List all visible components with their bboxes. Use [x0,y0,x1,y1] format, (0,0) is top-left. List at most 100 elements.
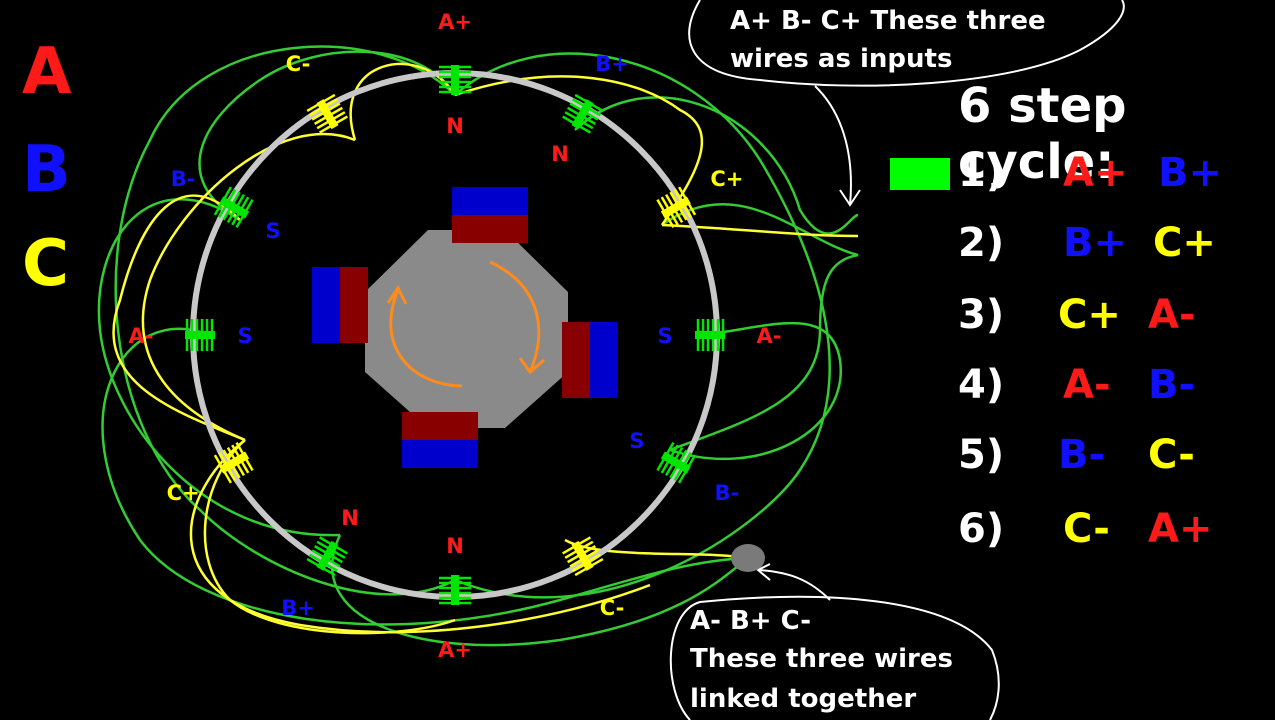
step-phase: A+ [1063,150,1128,196]
coil-core [451,575,459,605]
magnet-pole-blue [312,267,340,343]
coil-winding [222,449,241,479]
stator-coil [306,536,348,577]
wire [669,321,842,460]
stator-coil [562,536,604,577]
stator-coil [185,319,215,351]
active-step-indicator [890,158,950,190]
coil-winding [564,111,594,130]
coil-winding [213,186,232,216]
coil-winding [311,549,341,568]
wire [198,50,457,222]
coil-label: C- [600,596,625,620]
wire [189,439,651,634]
wires [97,45,859,647]
step-phase: B+ [1158,150,1223,196]
coil-winding [562,115,591,134]
wire [101,327,749,626]
coil-winding [319,115,348,134]
coil-winding [222,191,241,221]
coil-winding [656,199,675,228]
coil-winding [574,93,604,112]
coil-winding [231,196,250,226]
coil-winding [673,189,692,218]
coil-winding [564,540,594,559]
pole-label: S [237,324,252,348]
coil-winding [306,558,336,577]
pole-label: S [657,324,672,348]
common-junction [731,544,765,572]
step-number: 5) [958,432,1005,478]
magnet-pole-blue [452,187,528,215]
magnet-pole-blue [590,322,618,398]
magnet-pole-red [340,267,368,343]
stator-coil [439,65,471,95]
wire [661,203,859,452]
pole-label: N [551,142,569,166]
coil-label: A+ [438,10,472,34]
pole-label: N [341,506,359,530]
coil-winding [669,191,688,221]
coil-winding [309,553,338,572]
coil-winding [218,452,237,481]
step-phase: A- [1063,362,1111,408]
coil-winding [673,452,692,481]
callout-inputs-line2: wires as inputs [730,44,953,74]
coil-winding [319,536,348,555]
coil-label: C+ [167,481,200,505]
coil-winding [665,447,684,476]
stator-coil [695,319,725,351]
wire [331,534,749,647]
coil-winding [316,111,346,130]
steps-title: 6 step cycle: [958,78,1127,190]
stator-coil [213,186,254,228]
coil-winding [226,194,245,223]
wire [574,96,859,235]
coil-winding [669,449,688,479]
coil-winding [567,545,596,564]
callout-linked-bubble [669,595,1000,720]
coil-winding [231,444,250,474]
step-number: 6) [958,506,1005,552]
coil-winding [316,540,346,559]
callout-linked-pointer [756,563,831,601]
wire [114,45,456,596]
wire [454,75,704,226]
step-phase: A- [1148,292,1196,338]
rotor-magnet [562,322,618,398]
pole-label: S [266,219,281,243]
coil-winding [656,442,675,471]
step-phase: B+ [1063,220,1128,266]
step-phase: C- [1063,506,1110,552]
legend-a: A [22,35,72,109]
rotor-magnet [452,187,528,243]
callout-linked-line3: linked together [690,684,917,714]
rotor-magnet [312,267,368,343]
stator-coil [306,93,348,134]
coils [185,65,725,605]
coil-winding [314,545,343,564]
coil-label: A- [129,324,154,348]
coil-label: B+ [595,52,629,76]
callout-inputs-pointer [814,85,861,207]
step-number: 4) [958,362,1005,408]
coil-label: B- [171,167,196,191]
wire [454,52,831,599]
coil-winding [311,102,341,121]
rotor-magnets [312,187,618,468]
magnet-pole-red [402,412,478,440]
coil-core [185,331,215,339]
step-phase: C+ [1058,292,1121,338]
coil-winding [235,442,254,471]
magnet-pole-red [562,322,590,398]
step-phase: C+ [1153,220,1216,266]
magnet-pole-red [452,215,528,243]
coil-winding [660,444,679,474]
callout-inputs-line1: A+ B- C+ These three [730,6,1046,36]
pole-label: S [629,429,644,453]
step-number: 1) [958,150,1005,196]
coil-winding [562,536,591,555]
rotor-magnet [402,412,478,468]
coil-label: A+ [438,638,472,662]
